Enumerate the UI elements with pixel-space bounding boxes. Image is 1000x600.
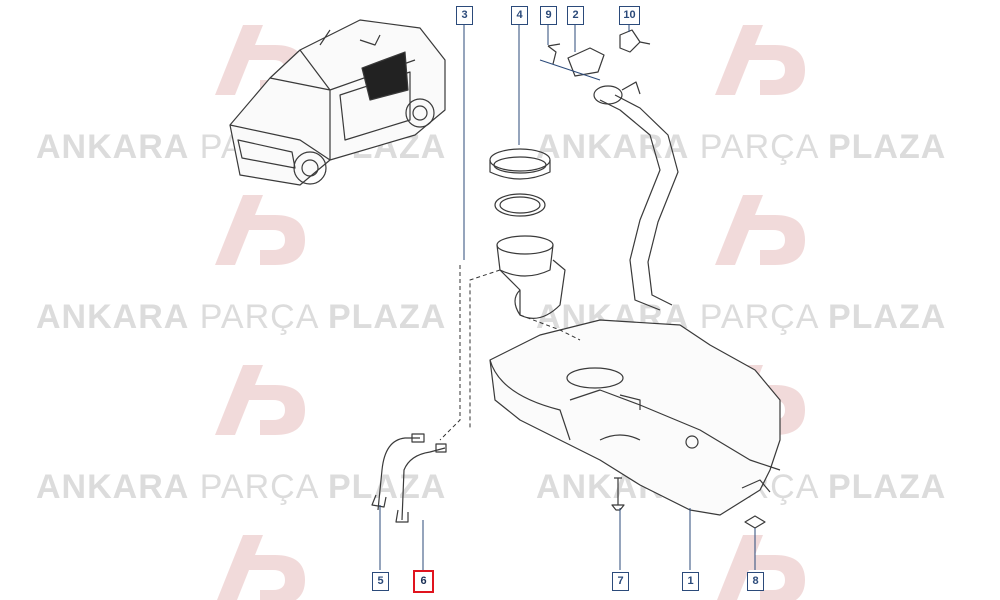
callout-10[interactable]: 10 — [619, 6, 640, 25]
filler-neck-pipe — [593, 81, 679, 311]
ap-logo-watermark — [715, 25, 805, 95]
callout-9[interactable]: 9 — [540, 6, 557, 25]
sensor-cables — [371, 433, 447, 523]
watermark-row: ANKARA PARÇA PLAZA ANKARA PARÇA PLAZA — [36, 128, 947, 166]
callout-3[interactable]: 3 — [456, 6, 473, 25]
callout-2[interactable]: 2 — [567, 6, 584, 25]
fuel-pump-module — [496, 235, 566, 319]
callout-1[interactable]: 1 — [682, 572, 699, 591]
ap-logo-watermark — [715, 195, 805, 265]
bolt-part — [611, 477, 625, 511]
washer-part — [744, 515, 766, 529]
filler-flap-parts — [547, 29, 651, 77]
pump-retaining-ring — [489, 148, 551, 217]
callout-6[interactable]: 6 — [413, 570, 434, 593]
watermark-row: ANKARA PARÇA PLAZA ANKARA PARÇA PLAZA — [36, 468, 947, 506]
callout-5[interactable]: 5 — [372, 572, 389, 591]
callout-7[interactable]: 7 — [612, 572, 629, 591]
vehicle-locator-sketch — [229, 19, 446, 186]
fuel-tank — [489, 319, 781, 516]
ap-logo-watermark — [215, 365, 305, 435]
ap-logo-watermark — [717, 535, 805, 600]
ap-logo-watermark — [215, 195, 305, 265]
callout-4[interactable]: 4 — [511, 6, 528, 25]
callout-8[interactable]: 8 — [747, 572, 764, 591]
ap-logo-watermark — [217, 535, 305, 600]
